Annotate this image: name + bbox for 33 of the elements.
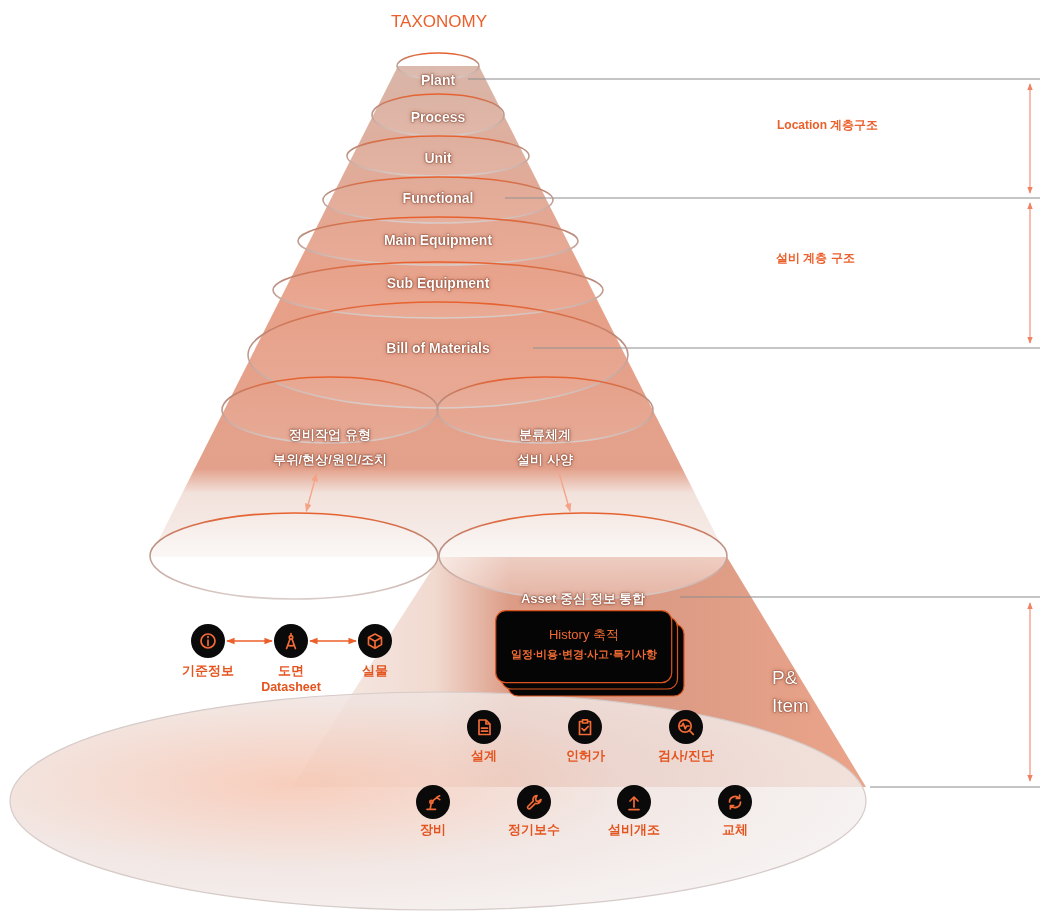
icon-label: 도면 bbox=[278, 663, 304, 679]
icon-label: 정기보수 bbox=[508, 822, 560, 838]
double-arrow bbox=[305, 473, 318, 512]
card-subtitle: 일정·비용·변경·사고·특기사항 bbox=[511, 647, 657, 661]
tier-label: Asset 중심 정보 통합 bbox=[520, 591, 646, 607]
icon-label: Datasheet bbox=[261, 679, 321, 695]
double-arrow bbox=[226, 637, 273, 645]
tier-label: Unit bbox=[424, 149, 452, 167]
icon-label: 인허가 bbox=[565, 748, 605, 764]
icon-label: 설계 bbox=[471, 748, 497, 764]
tier-label: 정비작업 유형 bbox=[289, 427, 371, 443]
tier-label: 분류체계 bbox=[519, 427, 571, 443]
tier-label: 부위/현상/원인/조치 bbox=[272, 452, 388, 468]
tier-label: Bill of Materials bbox=[386, 339, 490, 357]
tier-label: Main Equipment bbox=[383, 231, 493, 249]
tier-label: Process bbox=[410, 108, 466, 126]
double-arrow bbox=[309, 637, 357, 645]
tier-label: Plant bbox=[420, 71, 456, 89]
card-title: History 축적 bbox=[548, 627, 620, 643]
tier-label: Functional bbox=[402, 189, 474, 207]
arrow bbox=[558, 473, 572, 512]
overlay-label: P& Item bbox=[772, 666, 810, 718]
icon-label: 교체 bbox=[722, 822, 748, 838]
tier-label: 설비 사양 bbox=[517, 452, 573, 468]
diagram-title: TAXONOMY bbox=[391, 12, 487, 32]
icon-label: 실물 bbox=[362, 663, 388, 679]
section-label: Location 계층구조 bbox=[777, 116, 879, 134]
icon-label: 설비개조 bbox=[608, 822, 660, 838]
icon-label: 검사/진단 bbox=[658, 748, 714, 764]
icon-label: 장비 bbox=[420, 822, 446, 838]
section-label: 설비 계층 구조 bbox=[776, 249, 855, 267]
tier-label: Sub Equipment bbox=[386, 274, 490, 292]
icon-label: 기준정보 bbox=[182, 663, 234, 679]
